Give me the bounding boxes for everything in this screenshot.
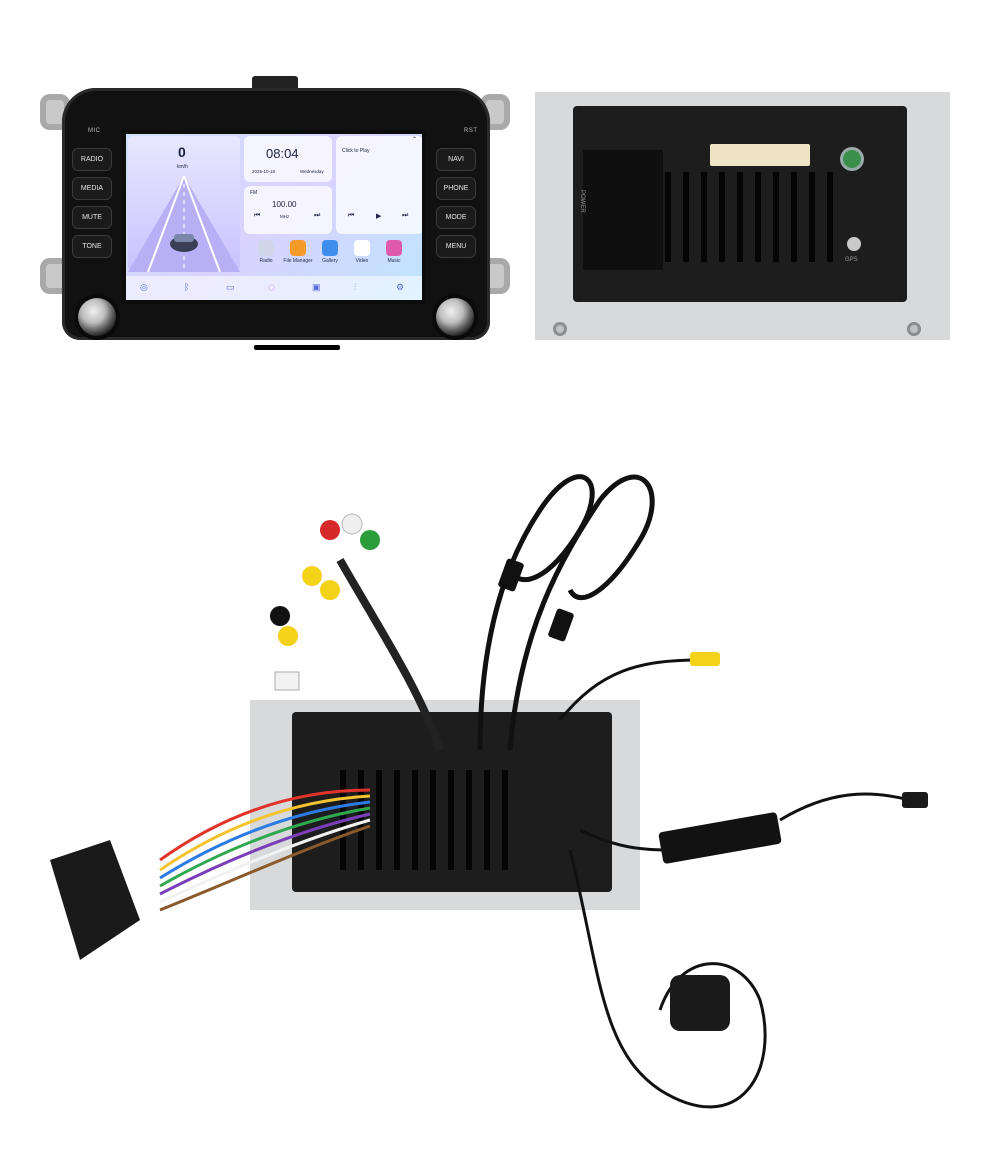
power-socket: POWER [579,150,663,270]
road-illustration [128,176,240,272]
navi-button[interactable]: NAVI [436,148,476,171]
media-button[interactable]: MEDIA [72,177,112,200]
app-label: File Manager [283,258,313,264]
music-player-card[interactable]: Click to Play ⌃ ⏮ ▶ ⏭ [336,136,422,234]
power-label: POWER [579,190,585,213]
rst-label: RST [464,128,478,134]
fm-card[interactable]: FM 100.00 MHz ⏮ ⏭ [244,186,332,234]
next-station-icon[interactable]: ⏭ [314,212,321,219]
collapse-icon[interactable]: ⌃ [412,137,418,143]
rca-yellow-plug-1 [302,566,322,586]
music-app-icon[interactable] [386,240,402,256]
rca-yellow-plug-3 [278,626,298,646]
app-label: Gallery [322,258,338,264]
clock-time: 08:04 [266,146,299,161]
equalizer-icon[interactable]: ⫶ [354,282,357,292]
camera-rca-plug [690,652,720,666]
usb-cable-1 [477,474,595,751]
rear-vent-grid [665,172,833,262]
screw-hole [907,322,921,336]
gps-port-icon [847,237,861,251]
play-icon[interactable]: ▶ [376,213,382,220]
rca-red-plug [320,520,340,540]
home-orb-icon[interactable]: ◌ [268,280,276,294]
player-prompt: Click to Play [342,148,370,154]
speed-unit: km/h [177,164,188,170]
top-clip [252,76,298,90]
antenna-plug [902,792,928,808]
video-app-icon[interactable] [354,240,370,256]
fm-frequency: 100.00 [272,200,297,209]
touch-screen[interactable]: 0 km/h 08:04 2025-10-18 Wednesday FM 100… [122,130,426,304]
volume-knob[interactable] [78,298,116,336]
tone-button[interactable]: TONE [72,235,112,258]
gps-label: GPS [845,257,858,263]
fm-label: FM [250,190,258,196]
speed-card[interactable]: 0 km/h [128,136,240,272]
mode-button[interactable]: MODE [436,206,476,229]
app-label: Video [355,258,369,264]
screw-hole [553,322,567,336]
usb-plug-1 [498,558,524,592]
gps-cable [568,849,767,1109]
gallery-app-icon[interactable] [322,240,338,256]
cream-connectors [710,144,810,166]
file-manager-app-icon[interactable] [290,240,306,256]
radio-app-icon[interactable] [258,240,274,256]
clock-date: 2025-10-18 [252,169,276,174]
next-track-icon[interactable]: ⏭ [402,212,409,219]
wiring-harness-assembly [50,474,928,1109]
antenna-cable [779,792,911,822]
head-unit-rear: POWER GPS [535,92,950,340]
usb-cable-2 [507,474,655,751]
white-pin-connector [274,671,300,691]
head-unit-front: MIC RST RADIO MEDIA MUTE TONE NAVI PHONE… [40,76,510,350]
iso-wire-bundle [159,788,371,912]
tune-knob[interactable] [436,298,474,336]
bluetooth-icon[interactable]: ᛒ [184,282,190,292]
phone-button[interactable]: PHONE [436,177,476,200]
clock-card[interactable]: 08:04 2025-10-18 Wednesday [244,136,332,182]
prev-station-icon[interactable]: ⏮ [254,212,261,219]
settings-icon[interactable]: ⚙ [396,282,405,292]
rca-yellow-plug-2 [320,580,340,600]
sd-slot [254,345,340,350]
canbus-box [658,812,782,864]
menu-button[interactable]: MENU [436,235,476,258]
dock-bar: ◎ ᛒ ▭ ◌ ▣ ⫶ ⚙ [126,276,422,300]
radio-icon[interactable]: ▭ [226,282,235,292]
prev-track-icon[interactable]: ⏮ [348,212,355,219]
antenna-port-icon [843,150,861,168]
gps-antenna-puck [670,975,730,1031]
rca-bundle [336,558,444,752]
app-label: Radio [259,258,273,264]
speed-value: 0 [178,144,186,160]
clock-day: Wednesday [300,169,324,174]
media-icon[interactable]: ▣ [312,282,321,292]
rca-black-plug [270,606,290,626]
radio-button[interactable]: RADIO [72,148,112,171]
mic-label: MIC [88,128,101,134]
usb-plug-2 [548,608,574,642]
rca-white-plug [341,513,363,535]
rca-green-plug [360,530,380,550]
compass-icon[interactable]: ◎ [140,282,148,292]
mute-button[interactable]: MUTE [72,206,112,229]
fm-unit: MHz [280,214,290,219]
iso-connector [50,840,140,960]
camera-cable [558,658,701,721]
app-label: Music [387,258,401,264]
